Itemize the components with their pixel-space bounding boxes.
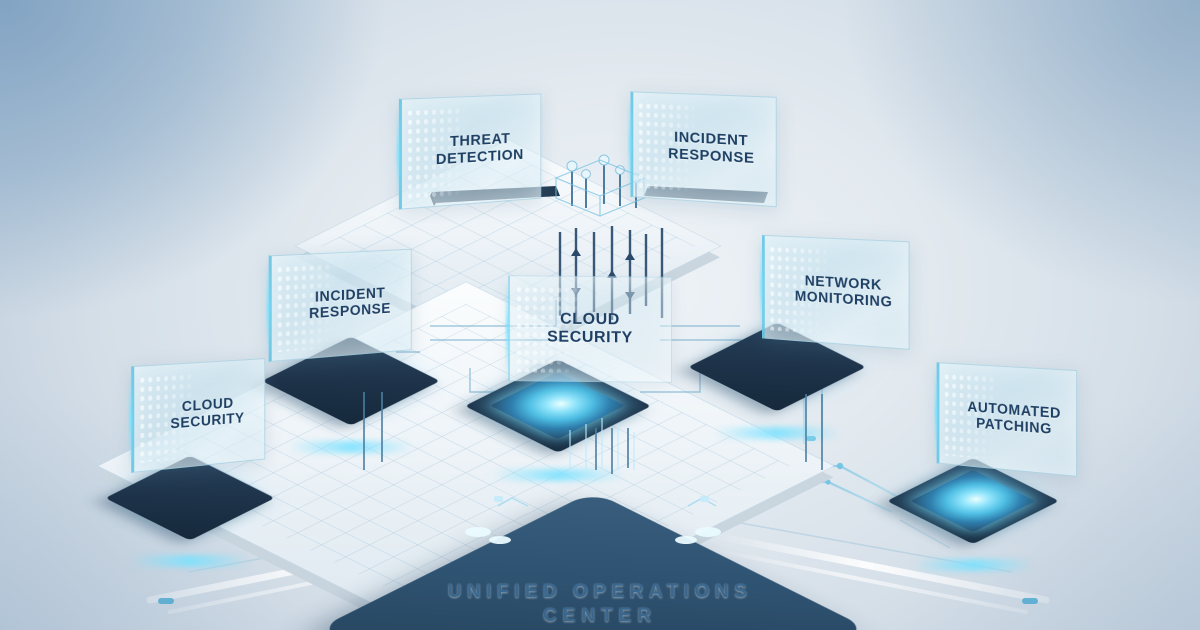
- chip-module-automated-patching[interactable]: [886, 440, 1060, 571]
- chip-module-cloud-security[interactable]: [464, 340, 652, 481]
- chip-module-cloud-security-base[interactable]: [105, 438, 275, 567]
- hub-caption-line1: UNIFIED OPERATIONS: [447, 581, 753, 602]
- chip-module-network-monitoring[interactable]: [687, 304, 867, 439]
- chip-edge-glow-icon: [714, 427, 840, 439]
- chip-edge-glow-icon: [492, 469, 624, 481]
- chip-edge-glow-icon: [130, 555, 250, 567]
- hub-caption: UNIFIED OPERATIONS CENTER: [0, 580, 1200, 628]
- chip-edge-glow-icon: [912, 559, 1034, 571]
- hub-caption-line2: CENTER: [542, 604, 658, 626]
